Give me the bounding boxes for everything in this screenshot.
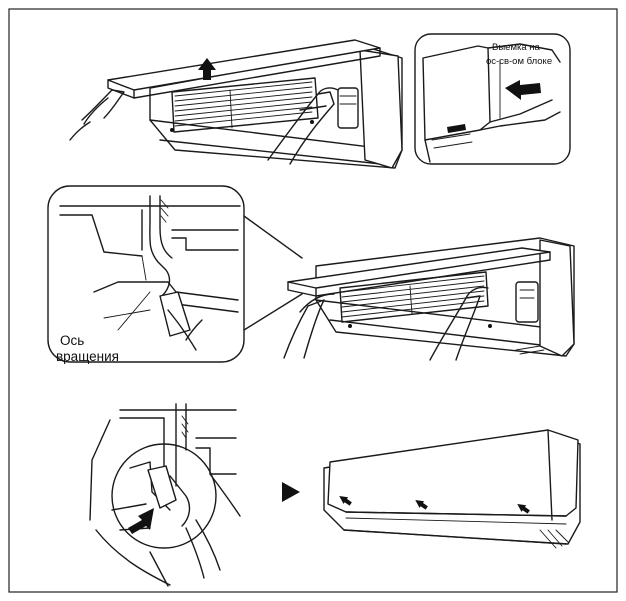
up-arrow-icon — [198, 58, 216, 80]
left-arrow-icon — [505, 80, 541, 100]
step1-unit-open-panel — [69, 39, 403, 169]
step1-detail-notch: Выемка на ос-св-ом блоке — [414, 33, 571, 165]
notch-label-line2: ос-св-ом блоке — [486, 56, 552, 67]
step3-detail-reattach — [89, 403, 241, 587]
play-triangle-icon — [282, 482, 300, 502]
step2-unit-removing-panel — [283, 237, 575, 361]
figure-border — [8, 8, 618, 593]
notch-label-line1: Выемка на — [492, 42, 541, 53]
step3-unit-closed — [323, 429, 581, 549]
pivot-label-line2: вращения — [56, 349, 119, 364]
step2-detail-pivot: Ось вращения — [47, 185, 303, 364]
pivot-label-line1: Ось — [60, 333, 84, 348]
